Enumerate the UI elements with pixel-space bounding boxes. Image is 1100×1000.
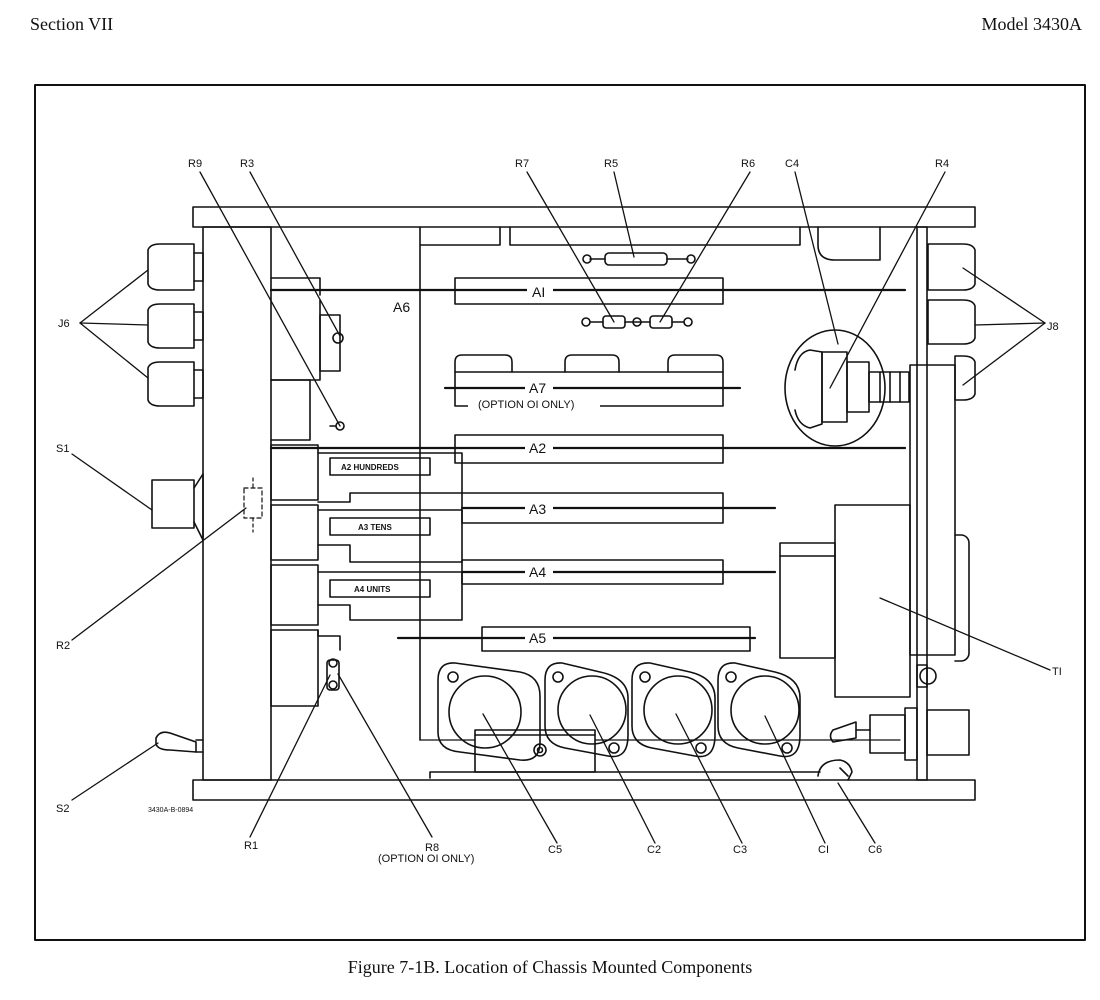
board-labels: AI A6 A7 (OPTION OI ONLY) A2 A3 A4 A5 bbox=[393, 283, 600, 646]
j6-binding-posts bbox=[147, 243, 204, 407]
label-j6: J6 bbox=[58, 318, 70, 330]
board-label-a4: A4 bbox=[529, 564, 546, 580]
s2-toggle bbox=[155, 731, 204, 753]
label-s2: S2 bbox=[56, 803, 69, 815]
label-r3: R3 bbox=[240, 158, 254, 170]
plate-labels bbox=[329, 457, 431, 598]
plate-a4-units: A4 UNITS bbox=[354, 585, 391, 594]
board-label-a5: A5 bbox=[529, 630, 546, 646]
label-c5: C5 bbox=[548, 844, 562, 856]
model-header: Model 3430A bbox=[981, 14, 1083, 34]
drawing-number: 3430A-B-0894 bbox=[148, 807, 193, 814]
leader-lines bbox=[71, 171, 1051, 844]
j8-binding-posts bbox=[927, 243, 976, 401]
filter-capacitors bbox=[437, 662, 801, 773]
plate-a2-hundreds: A2 HUNDREDS bbox=[341, 463, 399, 472]
line-connector bbox=[829, 707, 970, 761]
board-label-a2: A2 bbox=[529, 440, 546, 456]
label-c3: C3 bbox=[733, 844, 747, 856]
plate-texts: A2 HUNDREDS A3 TENS A4 UNITS bbox=[341, 463, 399, 594]
capacitor-c6 bbox=[817, 759, 853, 781]
potentiometer-r4 bbox=[846, 361, 910, 413]
board-label-a6: A6 bbox=[393, 299, 410, 315]
resistor-r5 bbox=[582, 252, 696, 266]
label-r7: R7 bbox=[515, 158, 529, 170]
resistors-r1-r8 bbox=[326, 658, 340, 691]
label-r5: R5 bbox=[604, 158, 618, 170]
label-r8-note: (OPTION OI ONLY) bbox=[378, 853, 474, 865]
figure-frame bbox=[34, 84, 1086, 941]
label-r1: R1 bbox=[244, 840, 258, 852]
label-t1: TI bbox=[1052, 666, 1062, 678]
left-front-panel bbox=[202, 226, 272, 781]
label-r8: R8 bbox=[425, 842, 439, 854]
bottom-rail bbox=[192, 779, 976, 801]
board-label-a7-note: (OPTION OI ONLY) bbox=[478, 399, 574, 411]
label-r6: R6 bbox=[741, 158, 755, 170]
label-c6: C6 bbox=[868, 844, 882, 856]
label-r9: R9 bbox=[188, 158, 202, 170]
board-label-a7: A7 bbox=[529, 380, 546, 396]
decade-switch-stack bbox=[270, 277, 463, 707]
shield-partition bbox=[419, 226, 801, 741]
resistor-r7-r6 bbox=[581, 315, 693, 329]
section-header: Section VII bbox=[30, 14, 114, 34]
plate-a3-tens: A3 TENS bbox=[358, 523, 392, 532]
callout-labels: R9 R3 R7 R5 R6 C4 R4 J6 J8 S1 R2 S2 TI R… bbox=[56, 158, 1062, 865]
label-r2: R2 bbox=[56, 640, 70, 652]
board-label-a1: AI bbox=[532, 284, 545, 300]
label-c2: C2 bbox=[647, 844, 661, 856]
label-c4: C4 bbox=[785, 158, 799, 170]
transformer-t1 bbox=[779, 504, 937, 698]
label-c1: CI bbox=[818, 844, 829, 856]
capacitor-c4 bbox=[784, 329, 886, 447]
right-rear-panel bbox=[916, 226, 928, 781]
label-j8: J8 bbox=[1047, 321, 1059, 333]
figure-caption: Figure 7-1B. Location of Chassis Mounted… bbox=[347, 957, 753, 977]
top-rail bbox=[192, 206, 976, 228]
label-s1: S1 bbox=[56, 443, 69, 455]
s1-switch bbox=[151, 473, 263, 541]
rear-bracket-clip bbox=[954, 534, 970, 662]
board-label-a3: A3 bbox=[529, 501, 546, 517]
label-r4: R4 bbox=[935, 158, 949, 170]
